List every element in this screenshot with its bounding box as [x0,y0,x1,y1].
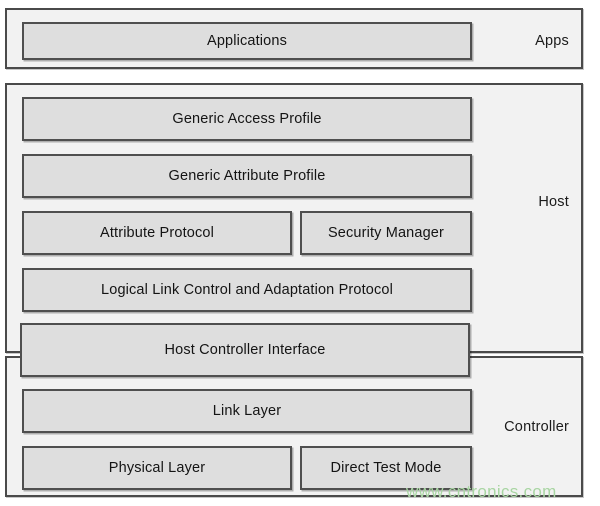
layer-attribute-protocol-label: Attribute Protocol [100,224,214,241]
layer-physical-layer-label: Physical Layer [108,459,206,476]
layer-l2cap-label: Logical Link Control and Adaptation Prot… [101,281,393,298]
layer-attribute-protocol: Attribute Protocol [22,211,292,255]
apps-section-label: Apps [535,33,569,49]
layer-link-layer-label: Link Layer [212,402,282,419]
layer-generic-access-profile-label: Generic Access Profile [172,110,322,127]
controller-section-label: Controller [504,419,569,435]
layer-security-manager-label: Security Manager [327,224,445,241]
layer-physical-layer: Physical Layer [22,446,292,490]
layer-generic-attribute-profile: Generic Attribute Profile [22,154,472,198]
layer-direct-test-mode-label: Direct Test Mode [330,459,442,476]
layer-security-manager: Security Manager [300,211,472,255]
layer-host-controller-interface-label: Host Controller Interface [164,341,326,358]
layer-applications: Applications [22,22,472,60]
apps-section: Apps Applications [5,8,583,69]
controller-section: Controller Link Layer Physical Layer Dir… [5,356,583,497]
layer-link-layer: Link Layer [22,389,472,433]
host-section: Host Generic Access Profile Generic Attr… [5,83,583,353]
layer-generic-access-profile: Generic Access Profile [22,97,472,141]
layer-direct-test-mode: Direct Test Mode [300,446,472,490]
layer-applications-label: Applications [207,32,287,49]
layer-l2cap: Logical Link Control and Adaptation Prot… [22,268,472,312]
host-section-label: Host [538,194,569,210]
layer-generic-attribute-profile-label: Generic Attribute Profile [168,167,326,184]
layer-host-controller-interface: Host Controller Interface [20,323,470,377]
